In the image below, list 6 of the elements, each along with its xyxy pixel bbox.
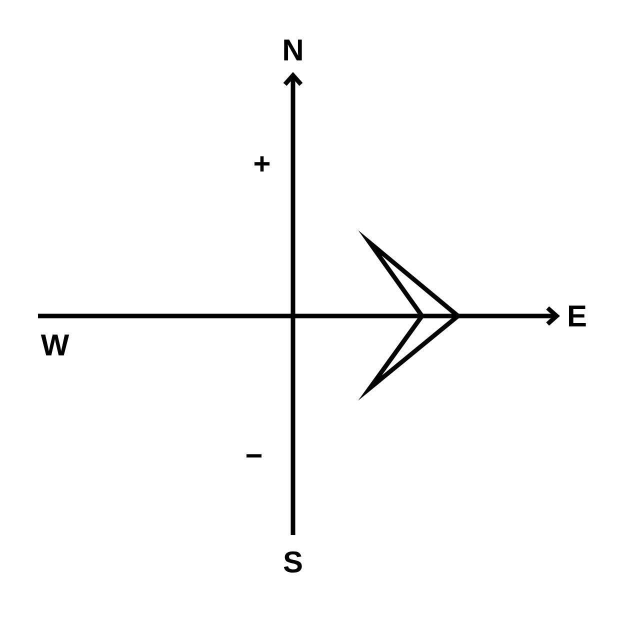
axis-label: +	[254, 156, 270, 172]
axis-label: −	[246, 454, 262, 458]
axis-label: W	[40, 334, 70, 356]
axis-label: N	[284, 40, 302, 60]
axis-label: E	[569, 306, 586, 326]
axis-label: S	[284, 551, 302, 573]
